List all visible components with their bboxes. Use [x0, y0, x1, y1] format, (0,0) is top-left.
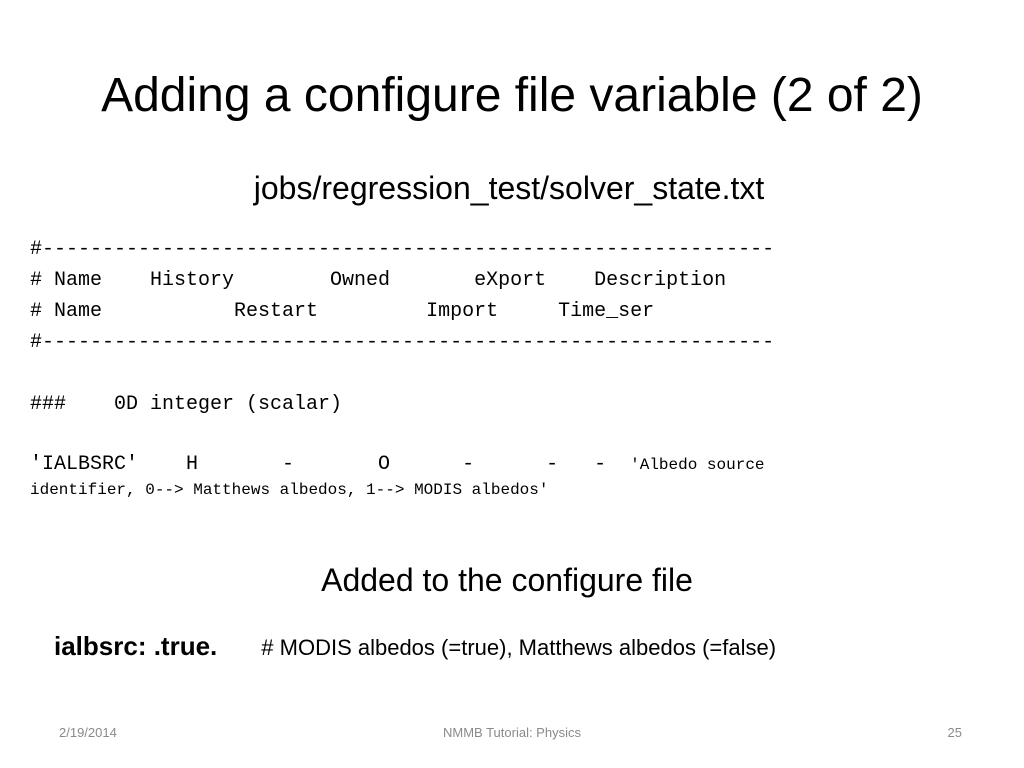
code-block: #---------------------------------------… — [30, 234, 1000, 420]
config-comment: # MODIS albedos (=true), Matthews albedo… — [261, 635, 777, 660]
config-key: ialbsrc: .true. — [54, 631, 218, 661]
code-line: #---------------------------------------… — [30, 238, 775, 261]
slide-title: Adding a configure file variable (2 of 2… — [101, 69, 923, 122]
footer-center-text: NMMB Tutorial: Physics — [443, 725, 581, 740]
file-path-subtitle: jobs/regression_test/solver_state.txt — [253, 170, 765, 206]
code-line: ### 0D integer (scalar) — [30, 393, 343, 416]
section-heading: Added to the configure file — [321, 562, 693, 598]
code-line: #---------------------------------------… — [30, 331, 775, 354]
config-line: ialbsrc: .true. # MODIS albedos (=true), … — [54, 628, 1014, 669]
variable-entry-description-start: 'Albedo source — [630, 456, 765, 474]
variable-entry: 'IALBSRC' H - O - - - 'Albedo source — [30, 449, 1000, 481]
footer-page-number: 25 — [947, 725, 962, 740]
code-line: # Name Restart Import Time_ser — [30, 300, 655, 323]
code-line: # Name History Owned eXport Description — [30, 269, 727, 292]
variable-entry-fields: 'IALBSRC' H - O - - - — [30, 453, 631, 476]
footer-date: 2/19/2014 — [59, 725, 117, 740]
variable-entry-description-continuation: identifier, 0--> Matthews albedos, 1--> … — [30, 481, 549, 499]
